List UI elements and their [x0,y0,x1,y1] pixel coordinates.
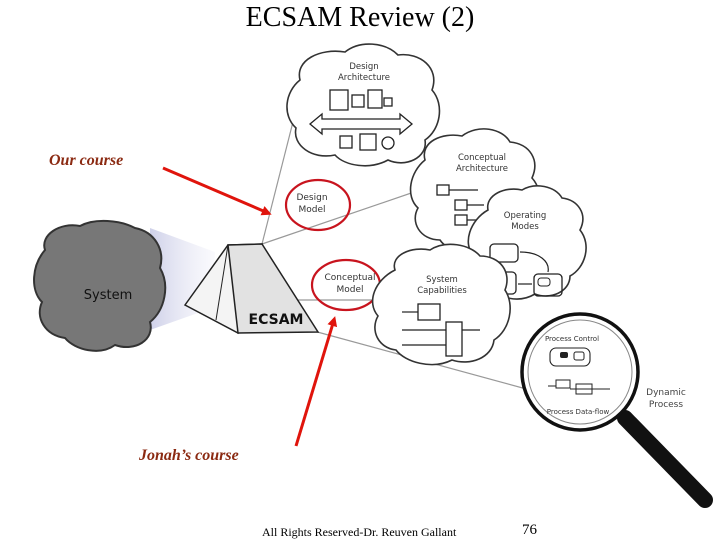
design-model-line-2: Model [298,205,325,215]
conceptual-architecture-line-1: Conceptual [458,153,506,163]
dynamic-process-line-2: Process [649,400,683,410]
conceptual-architecture-line-2: Architecture [456,164,508,174]
jonahs-course-label: Jonah’s course [139,447,239,464]
system-cloud: System [33,220,167,352]
ecsam-prism: ECSAM [183,243,320,335]
operating-modes-line-1: Operating [504,211,547,221]
slide-title: ECSAM Review (2) [245,2,475,33]
design-model-node: Design Model [284,178,352,232]
design-architecture-line-1: Design [349,62,378,72]
design-architecture-cloud: Design Architecture [286,43,441,167]
design-model-line-1: Design [296,193,327,203]
operating-modes-line-2: Modes [511,222,539,232]
magnifying-glass: Process Control Process Data-flow [520,312,713,508]
system-label: System [84,288,132,303]
our-course-label: Our course [49,152,124,169]
process-dataflow-label: Process Data-flow [547,408,610,416]
conceptual-model-node: Conceptual Model [310,258,382,312]
system-capabilities-line-1: System [426,275,458,285]
ecsam-label: ECSAM [249,312,304,328]
design-architecture-line-2: Architecture [338,73,390,83]
dynamic-process-line-1: Dynamic [646,388,686,398]
system-capabilities-line-2: Capabilities [417,286,467,296]
our-course-arrow [162,166,272,216]
conceptual-model-line-2: Model [336,285,363,295]
footer-copyright: All Rights Reserved-Dr. Reuven Gallant [262,525,457,539]
page-number: 76 [522,522,537,538]
jonahs-course-arrow [294,316,338,447]
conceptual-model-line-1: Conceptual [325,273,376,283]
system-capabilities-cloud: System Capabilities [371,243,511,366]
process-control-label: Process Control [545,335,599,343]
